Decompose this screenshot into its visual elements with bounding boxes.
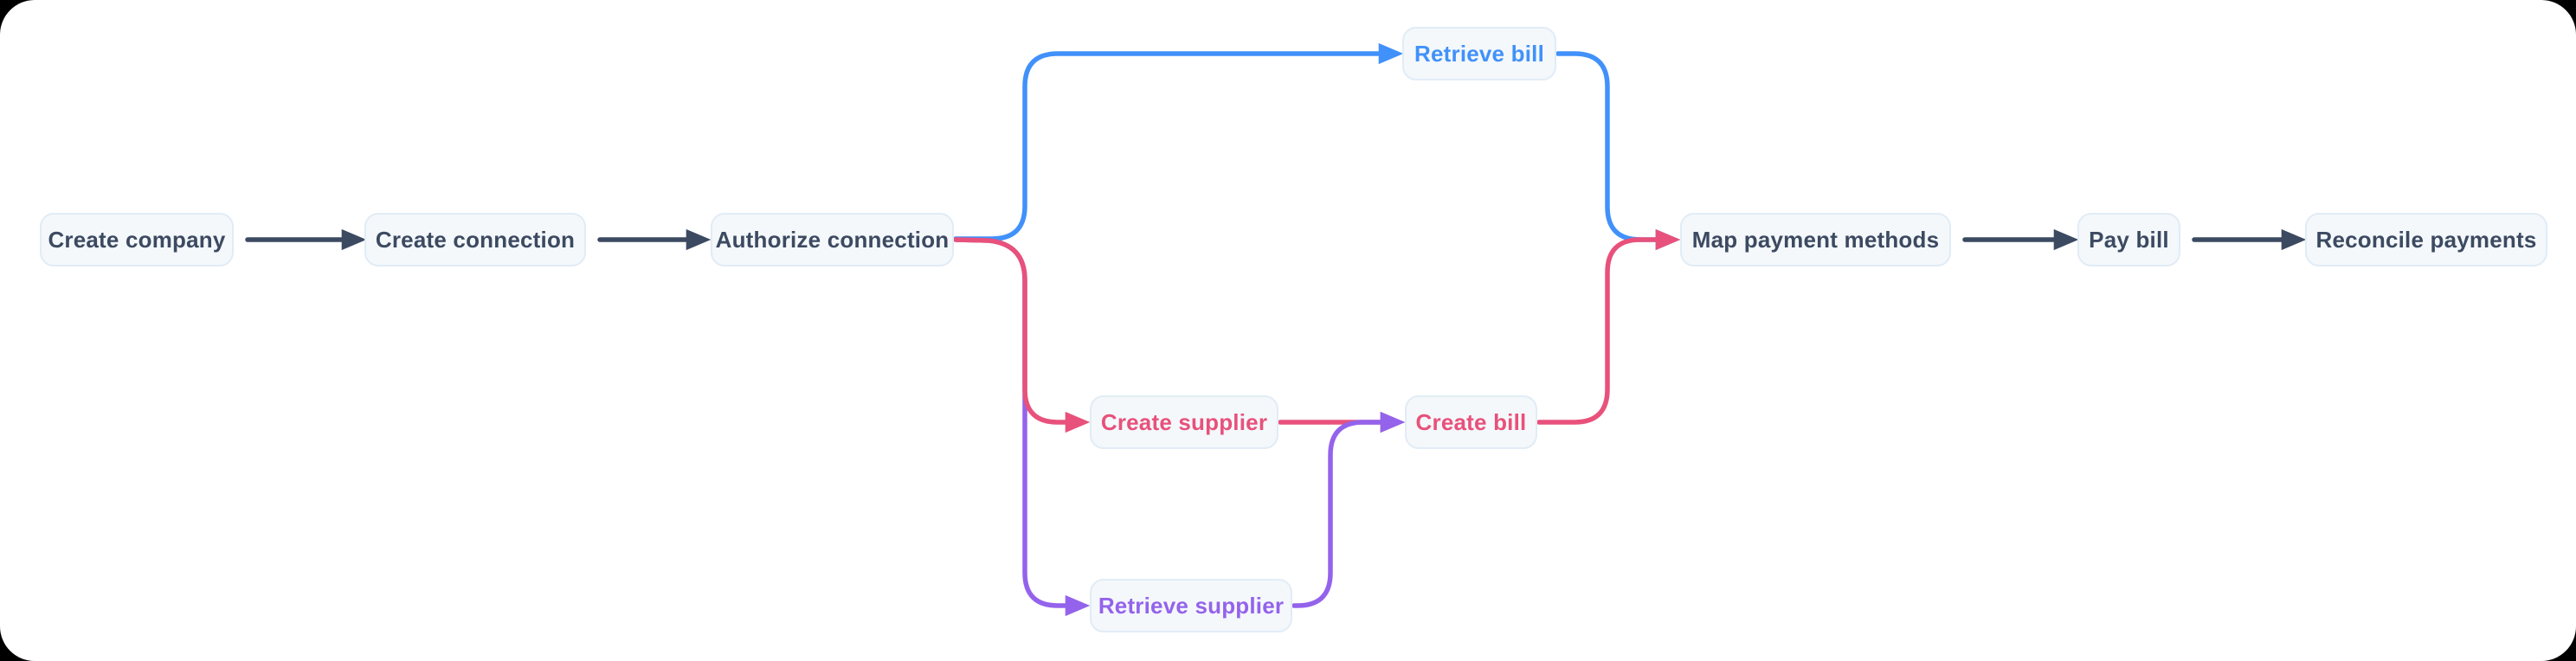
node-retrieve-supplier[interactable]: Retrieve supplier xyxy=(1090,579,1292,632)
edge-retrieve-bill-to-map-payment-methods xyxy=(1555,51,1681,251)
node-reconcile-payments[interactable]: Reconcile payments xyxy=(2305,213,2547,266)
node-map-payment-methods[interactable]: Map payment methods xyxy=(1680,213,1951,266)
node-create-connection[interactable]: Create connection xyxy=(364,213,586,266)
edge-authorize-connection-to-create-supplier xyxy=(953,237,1091,433)
node-create-bill[interactable]: Create bill xyxy=(1405,395,1537,449)
node-label: Map payment methods xyxy=(1691,226,1940,253)
edge-retrieve-supplier-to-create-bill xyxy=(1291,411,1406,608)
node-create-company[interactable]: Create company xyxy=(40,213,234,266)
edge-create-bill-to-map-payment-methods xyxy=(1536,228,1681,425)
node-label: Retrieve bill xyxy=(1414,40,1544,67)
node-label: Pay bill xyxy=(2089,226,2169,253)
node-label: Create bill xyxy=(1415,408,1527,435)
edge-authorize-connection-to-retrieve-bill xyxy=(953,42,1404,241)
node-label: Retrieve supplier xyxy=(1098,592,1285,619)
node-retrieve-bill[interactable]: Retrieve bill xyxy=(1402,27,1556,80)
node-label: Create supplier xyxy=(1100,408,1268,435)
node-authorize-connection[interactable]: Authorize connection xyxy=(711,213,954,266)
node-label: Reconcile payments xyxy=(2315,226,2537,253)
node-label: Create company xyxy=(48,226,226,253)
node-label: Authorize connection xyxy=(715,226,950,253)
node-pay-bill[interactable]: Pay bill xyxy=(2077,213,2180,266)
node-create-supplier[interactable]: Create supplier xyxy=(1090,395,1278,449)
node-label: Create connection xyxy=(375,226,576,253)
